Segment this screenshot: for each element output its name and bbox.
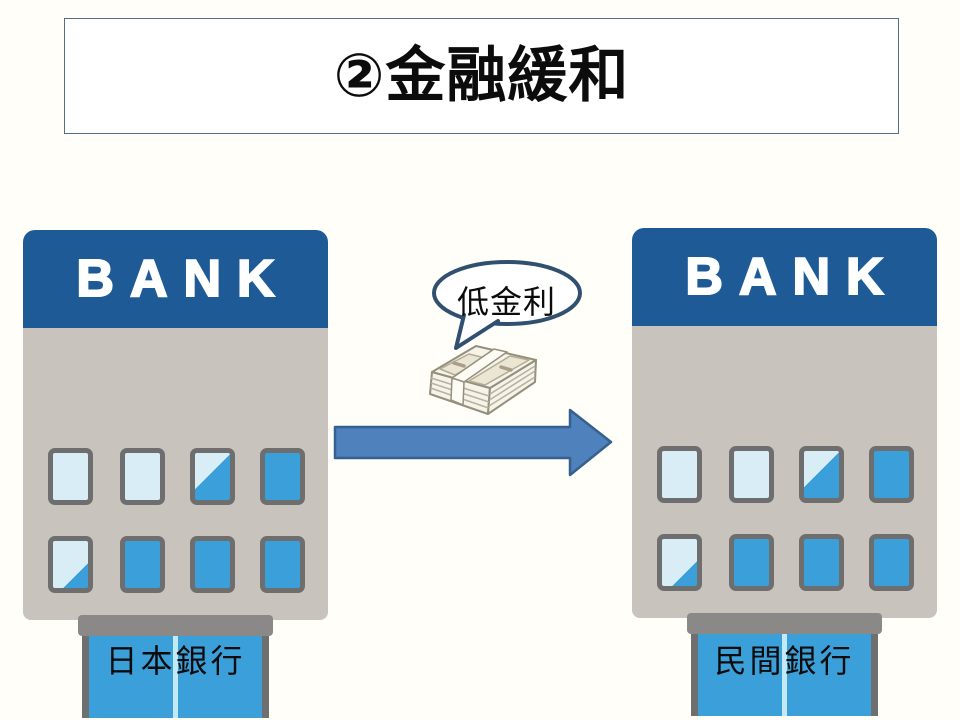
building-window bbox=[657, 534, 702, 591]
entrance-door-right bbox=[687, 613, 882, 716]
label-private-banks: 民間銀行 bbox=[714, 643, 855, 679]
building-window bbox=[799, 534, 844, 591]
bank-building-right: BANK bbox=[632, 228, 937, 716]
door-lintel bbox=[687, 613, 882, 634]
bank-building-left: BANK bbox=[23, 230, 328, 718]
door-glass bbox=[698, 634, 871, 716]
building-body-right bbox=[632, 326, 937, 716]
title-box: ②金融緩和 bbox=[64, 18, 899, 134]
doorway bbox=[82, 636, 269, 718]
slide-title: ②金融緩和 bbox=[333, 42, 630, 109]
building-window bbox=[869, 534, 914, 591]
building-window bbox=[120, 448, 165, 505]
building-window bbox=[190, 448, 235, 505]
doorway bbox=[691, 634, 878, 716]
bank-sign-right: BANK bbox=[632, 228, 937, 326]
label-bank-of-japan: 日本銀行 bbox=[105, 643, 246, 679]
building-window bbox=[48, 448, 93, 505]
banknote-stack-icon bbox=[429, 345, 537, 415]
building-window bbox=[657, 446, 702, 503]
bubble-label: 低金利 bbox=[456, 284, 556, 320]
building-window bbox=[120, 536, 165, 593]
building-body-left bbox=[23, 328, 328, 718]
building-window bbox=[729, 534, 774, 591]
building-window bbox=[48, 536, 93, 593]
bank-sign-text-right: BANK bbox=[684, 248, 900, 306]
door-glass bbox=[89, 636, 262, 718]
speech-bubble bbox=[432, 260, 582, 350]
building-window bbox=[799, 446, 844, 503]
building-window bbox=[260, 536, 305, 593]
entrance-door-left bbox=[78, 615, 273, 718]
building-window bbox=[190, 536, 235, 593]
right-arrow-icon bbox=[333, 408, 613, 477]
bank-sign-text-left: BANK bbox=[75, 250, 291, 308]
building-window bbox=[260, 448, 305, 505]
bank-sign-left: BANK bbox=[23, 230, 328, 328]
building-window bbox=[869, 446, 914, 503]
building-window bbox=[729, 446, 774, 503]
door-lintel bbox=[78, 615, 273, 636]
